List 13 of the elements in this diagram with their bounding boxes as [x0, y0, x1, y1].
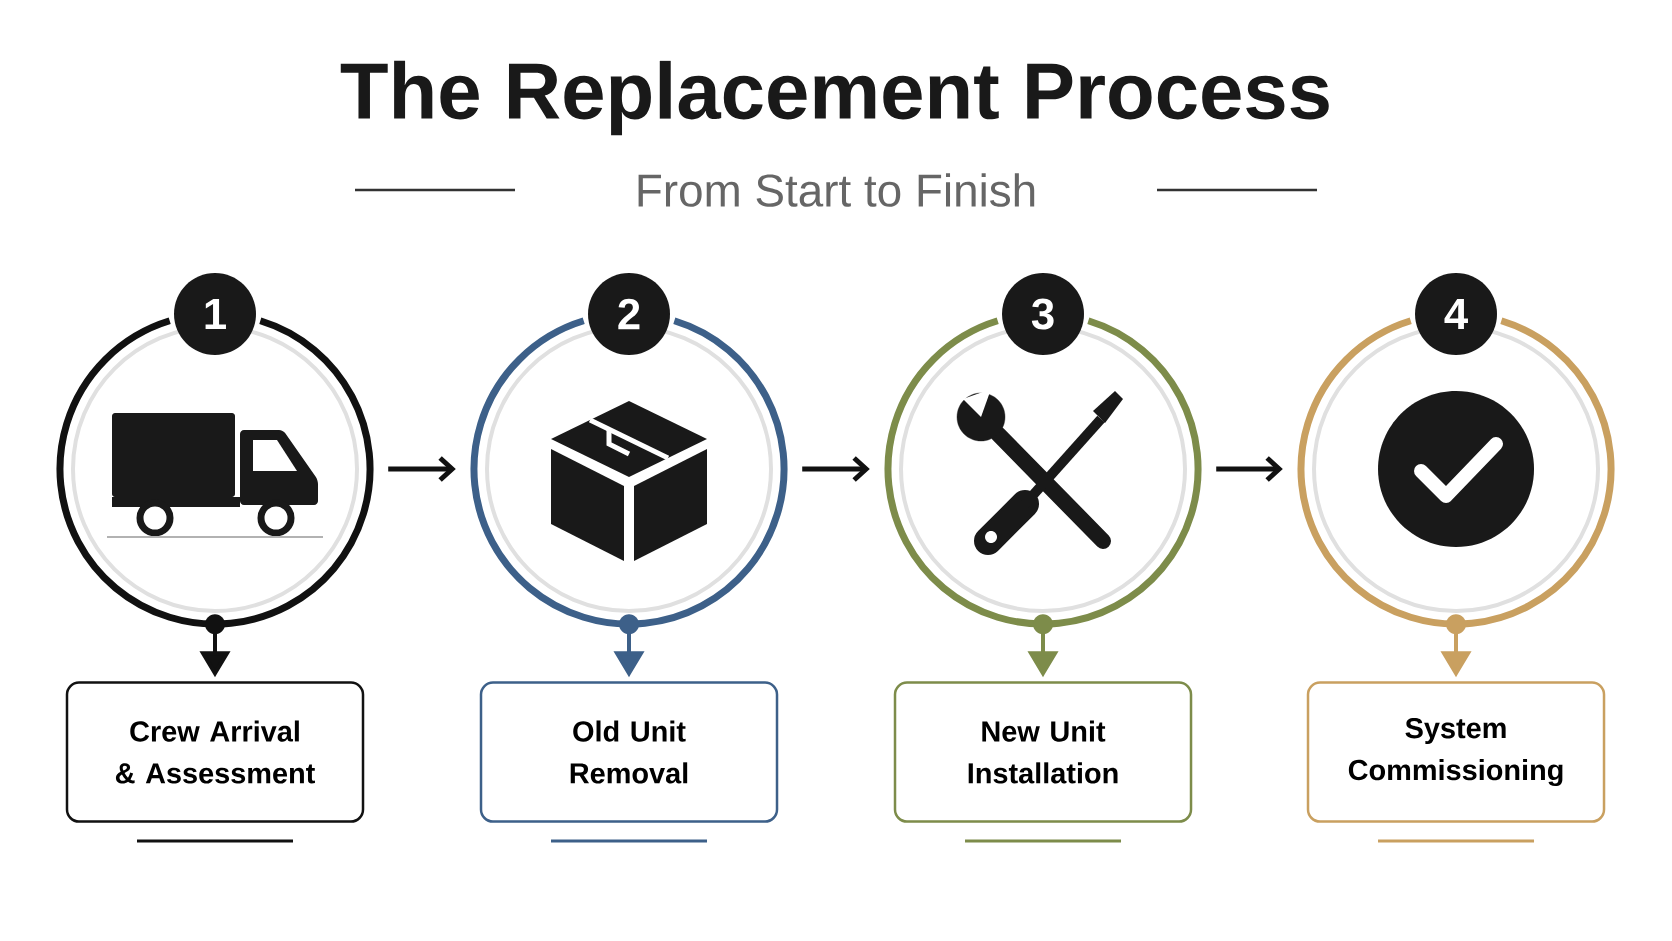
step-label-box: Old Unit Removal [479, 681, 779, 823]
step-label-box: New Unit Installation [893, 681, 1193, 823]
arrow [802, 456, 870, 482]
step-label-box: Crew Arrival & Assessment [65, 681, 365, 823]
step-number-badge: 1 [174, 273, 256, 355]
step-number-badge: 4 [1415, 273, 1497, 355]
arrow [1216, 456, 1283, 482]
subtitle: From Start to Finish [638, 173, 1035, 207]
step-number-badge: 2 [588, 273, 670, 355]
step-label-box: System Commissioning [1306, 681, 1606, 823]
step-number-badge: 3 [1002, 273, 1084, 355]
arrow [388, 456, 456, 482]
title: The Replacement Process [340, 60, 1329, 136]
